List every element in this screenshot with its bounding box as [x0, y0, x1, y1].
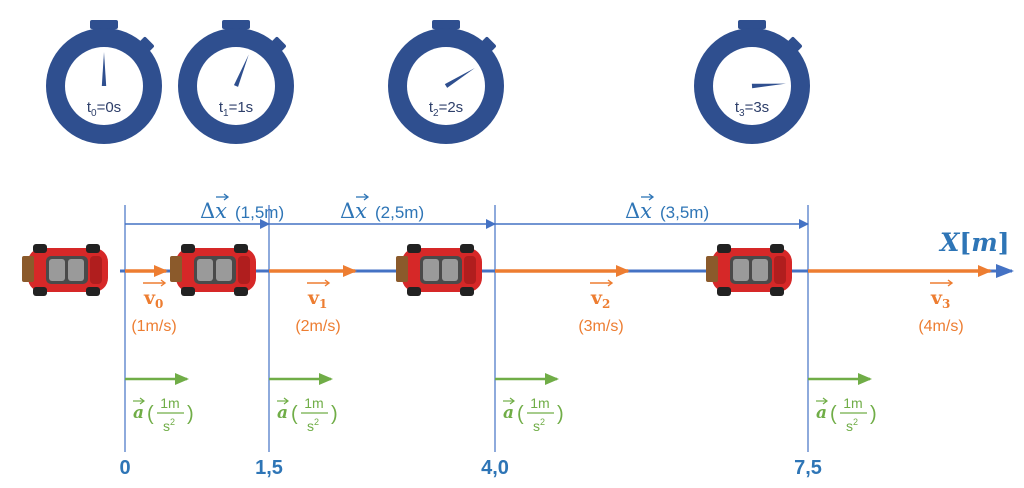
displacement-label: Δx(3,5m) — [625, 199, 709, 223]
car-icon — [22, 244, 108, 296]
vector-arrowhead-icon — [607, 279, 614, 287]
velocity-value: (4m/s) — [918, 318, 963, 335]
vector-arrowhead-icon — [160, 279, 167, 287]
stopwatch-crown — [222, 20, 250, 29]
acceleration-denominator: s2 — [307, 417, 319, 434]
vector-arrowhead-icon — [822, 397, 828, 405]
car-icon — [396, 244, 482, 296]
stopwatch-button — [140, 37, 154, 51]
stopwatch-hand — [751, 83, 786, 89]
paren-open: ( — [147, 403, 154, 425]
stopwatch-button — [272, 37, 286, 51]
velocity-label: v2 (3m/s) — [578, 279, 624, 335]
stopwatches: t0=0s t1=1s t2=2s t3=3s — [46, 20, 810, 144]
car-icon — [170, 244, 256, 296]
stopwatch-hand — [233, 54, 249, 87]
stopwatch-hand — [101, 52, 107, 86]
vector-arrowhead-icon — [324, 279, 331, 287]
paren-open: ( — [830, 403, 837, 425]
displacement-bracket: Δx(2,5m) — [269, 193, 496, 229]
paren-open: ( — [517, 403, 524, 425]
displacement-bracket: Δx(3,5m) — [495, 193, 809, 229]
velocity-symbol: v0 — [143, 287, 163, 311]
paren-close: ) — [331, 403, 338, 425]
displacement-label: Δx(2,5m) — [340, 199, 424, 223]
car-icon — [706, 244, 792, 296]
axis-tick-label: 0 — [119, 457, 130, 479]
acceleration-denominator: s2 — [163, 417, 175, 434]
stopwatch-hand — [444, 67, 475, 88]
vector-arrowhead-icon — [283, 397, 289, 405]
stopwatch: t2=2s — [388, 20, 504, 144]
x-axis-label: X[m] — [938, 228, 1010, 257]
stopwatch-crown — [90, 20, 118, 29]
velocity-value: (1m/s) — [131, 318, 176, 335]
acceleration-numerator: 1m — [530, 395, 549, 411]
vector-arrowhead-icon — [223, 193, 230, 201]
velocity-value: (2m/s) — [295, 318, 340, 335]
velocity-label: v0 (1m/s) — [131, 279, 177, 335]
vector-arrowhead-icon — [363, 193, 370, 201]
acceleration-vector: a(1m s2) — [125, 373, 194, 434]
stopwatch-crown — [432, 20, 460, 29]
velocity-symbol: v3 — [930, 287, 950, 311]
stopwatch-button — [788, 37, 802, 51]
acceleration-vector: a(1m s2) — [269, 373, 338, 434]
stopwatch-label: t3=3s — [735, 99, 769, 119]
acceleration-denominator: s2 — [533, 417, 545, 434]
axis-tick-label: 1,5 — [255, 457, 283, 479]
stopwatch-button — [482, 37, 496, 51]
acceleration-symbol: a — [133, 403, 144, 423]
acceleration-symbol: a — [816, 403, 827, 423]
stopwatch-label: t1=1s — [219, 99, 253, 119]
acceleration-denominator: s2 — [846, 417, 858, 434]
acceleration-vector: a(1m s2) — [808, 373, 877, 434]
vector-arrowhead-icon — [947, 279, 954, 287]
acceleration-numerator: 1m — [843, 395, 862, 411]
paren-close: ) — [187, 403, 194, 425]
acceleration-vector: a(1m s2) — [495, 373, 564, 434]
displacement-bracket: Δx(1,5m) — [125, 193, 284, 229]
stopwatch-label: t2=2s — [429, 99, 463, 119]
velocity-label: v3 (4m/s) — [918, 279, 964, 335]
velocity-symbol: v1 — [307, 287, 327, 311]
stopwatch: t3=3s — [694, 20, 810, 144]
acceleration-symbol: a — [503, 403, 514, 423]
vector-arrowhead-icon — [509, 397, 515, 405]
stopwatch-label: t0=0s — [87, 99, 121, 119]
axis-tick-label: 4,0 — [481, 457, 509, 479]
paren-open: ( — [291, 403, 298, 425]
axis-tick-labels: 0 1,5 4,0 7,5 — [119, 457, 821, 479]
acceleration-numerator: 1m — [160, 395, 179, 411]
acceleration-numerator: 1m — [304, 395, 323, 411]
velocity-symbol: v2 — [590, 287, 610, 311]
paren-close: ) — [557, 403, 564, 425]
acceleration-symbol: a — [277, 403, 288, 423]
guide-lines — [124, 205, 809, 452]
stopwatch: t1=1s — [178, 20, 294, 144]
vector-arrowhead-icon — [648, 193, 655, 201]
paren-close: ) — [870, 403, 877, 425]
axis-tick-label: 7,5 — [794, 457, 822, 479]
stopwatch: t0=0s — [46, 20, 162, 144]
velocity-labels: v0 (1m/s) v1 (2m/s) v2 (3m/s) v3 (4m/s) — [131, 279, 964, 335]
velocity-value: (3m/s) — [578, 318, 623, 335]
displacement-label: Δx(1,5m) — [200, 199, 284, 223]
velocity-label: v1 (2m/s) — [295, 279, 341, 335]
vector-arrowhead-icon — [139, 397, 145, 405]
displacement-brackets: Δx(1,5m) Δx(2,5m) Δx(3,5m) — [125, 193, 809, 229]
stopwatch-crown — [738, 20, 766, 29]
